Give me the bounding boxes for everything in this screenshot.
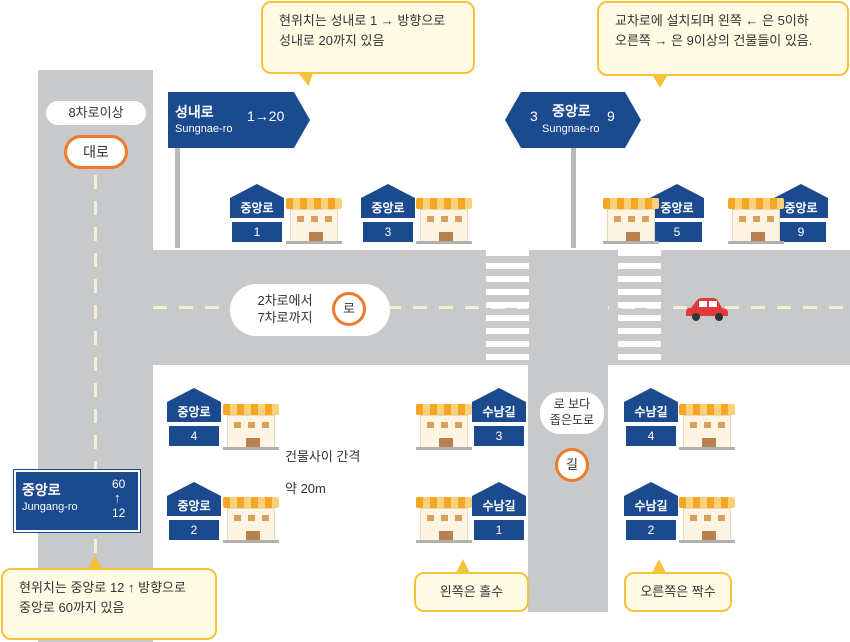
crosswalk-left: [486, 250, 529, 362]
address-plate-sunam-1: 수남길 1: [472, 482, 526, 540]
sign-junction-name-en: Sungnae-ro: [542, 123, 600, 135]
street-sign-sungnae: [168, 92, 294, 148]
main-road-lanes-text: 2차로에서 7차로까지: [257, 293, 313, 325]
callout-sungnae-tail: [297, 72, 319, 86]
address-plate-jungang-5: 중앙로 5: [650, 184, 704, 242]
address-plate-jungang-1: 중앙로 1: [230, 184, 284, 242]
address-plate-sunam-4: 수남길 4: [624, 388, 678, 446]
callout-jungang-tail: [88, 555, 102, 569]
address-plate-sunam-2: 수남길 2: [624, 482, 678, 540]
building-top-3: [416, 198, 472, 244]
side-street-badge: 길: [555, 448, 589, 482]
sign-junction-right-num: 9: [607, 108, 615, 124]
highway-lanes-label: 8차로이상: [46, 101, 146, 125]
building-left-4: [223, 404, 279, 450]
building-sunam-1: [416, 497, 472, 543]
building-left-2: [223, 497, 279, 543]
street-sign-sungnae-arrow: [294, 92, 310, 148]
callout-odd-tail: [456, 559, 470, 573]
callout-even-text: 오른쪽은 짝수: [640, 584, 716, 599]
callout-jungang-text: 현위치는 중앙로 12 ↑ 방향으로 중앙로 60까지 있음: [19, 580, 186, 615]
address-plate-jungang-9: 중앙로 9: [774, 184, 828, 242]
building-spacing-label: 건물사이 간격: [285, 449, 361, 464]
sign-pole-junction: [571, 148, 576, 248]
building-sunam-4: [679, 404, 735, 450]
address-plate-jungang-2: 중앙로 2: [167, 482, 221, 540]
sign-sungnae-name-ko: 성내로: [175, 104, 214, 120]
side-street-label: 로 보다 좁은도로: [540, 392, 604, 434]
sign-sungnae-range: 1→20: [247, 108, 285, 124]
building-sunam-3: [416, 404, 472, 450]
callout-even-side: 오른쪽은 짝수: [624, 572, 732, 612]
sign-jungang-name-ko: 중앙로: [22, 482, 61, 498]
callout-sungnae-direction: 현위치는 성내로 1 → 방향으로 성내로 20까지 있음: [261, 1, 475, 74]
address-plate-sunam-3: 수남길 3: [472, 388, 526, 446]
street-sign-junction-left-arrow: [505, 92, 521, 148]
address-plate-jungang-3: 중앙로 3: [361, 184, 415, 242]
callout-junction-tail: [652, 74, 668, 88]
sign-jungang-arrow: ↑: [114, 490, 121, 505]
building-top-1: [286, 198, 342, 244]
building-top-9: [728, 198, 784, 244]
street-sign-jungang: [14, 470, 140, 532]
sign-sungnae-name-en: Sungnae-ro: [175, 123, 233, 135]
callout-junction-rule: 교차로에 설치되며 왼쪽 ← 은 5이하 오른쪽 → 은 9이상의 건물들이 있…: [597, 1, 849, 76]
callout-jungang-direction: 현위치는 중앙로 12 ↑ 방향으로 중앙로 60까지 있음: [1, 568, 217, 640]
callout-odd-text: 왼쪽은 홀수: [439, 584, 504, 599]
car-icon: [686, 298, 728, 321]
callout-even-tail: [652, 559, 666, 573]
callout-sungnae-text: 현위치는 성내로 1 → 방향으로 성내로 20까지 있음: [279, 13, 446, 48]
sign-junction-name-ko: 중앙로: [552, 103, 591, 119]
callout-odd-side: 왼쪽은 홀수: [414, 572, 529, 612]
sign-jungang-top-num: 60: [112, 477, 126, 491]
building-sunam-2: [679, 497, 735, 543]
callout-junction-text: 교차로에 설치되며 왼쪽 ← 은 5이하 오른쪽 → 은 9이상의 건물들이 있…: [615, 13, 813, 48]
building-top-5: [603, 198, 659, 244]
sign-jungang-bottom-num: 12: [112, 506, 126, 520]
street-sign-junction-right-arrow: [625, 92, 641, 148]
address-plate-jungang-4: 중앙로 4: [167, 388, 221, 446]
street-sign-junction: [521, 92, 625, 148]
building-spacing-value: 약 20m: [285, 481, 326, 496]
highway-badge: 대로: [64, 135, 128, 169]
highway-centerline: [94, 175, 97, 642]
sign-pole-sungnae: [175, 148, 180, 248]
sign-junction-left-num: 3: [530, 108, 538, 124]
crosswalk-right: [618, 250, 661, 362]
sign-jungang-name-en: Jungang-ro: [22, 501, 78, 513]
main-road-badge: 로: [332, 292, 366, 326]
